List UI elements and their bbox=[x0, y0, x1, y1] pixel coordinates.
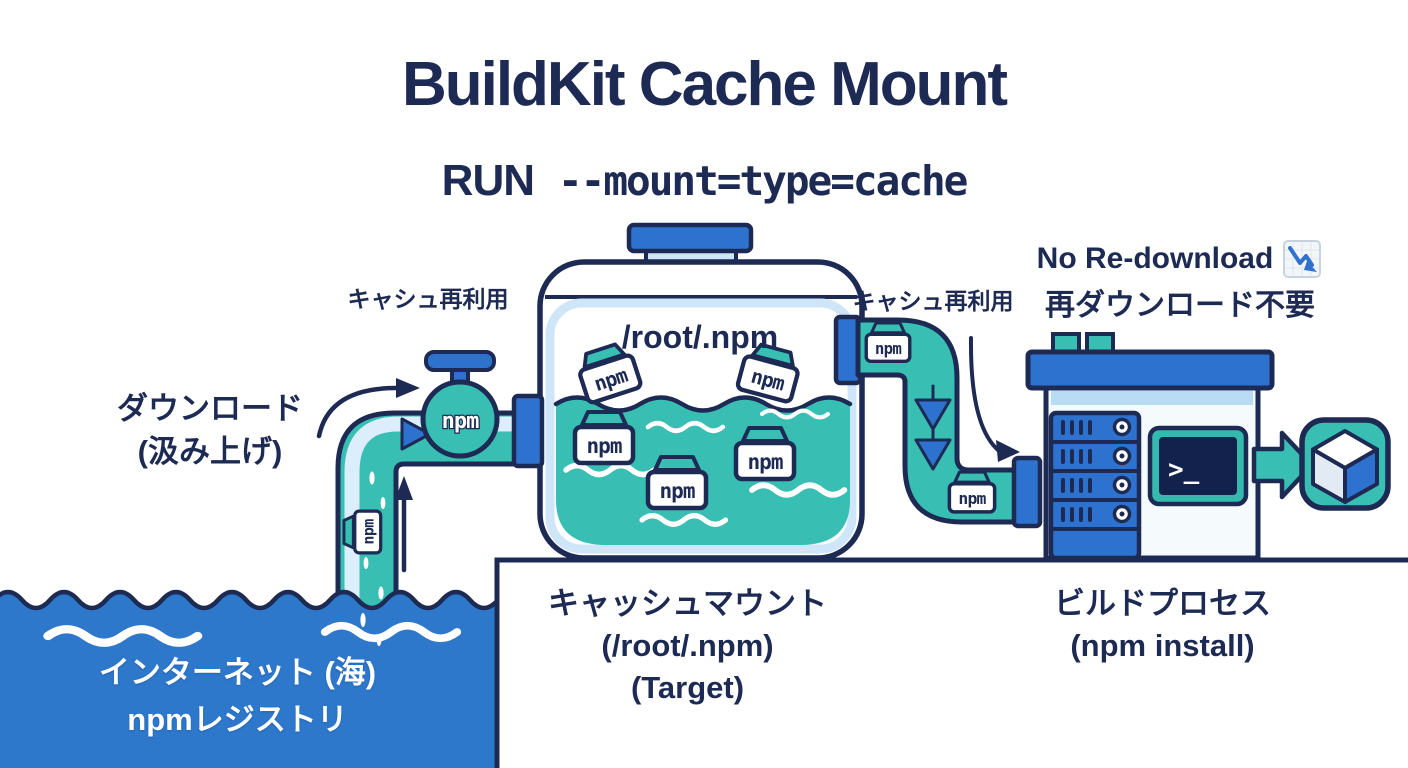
tank-path-label: /root/.npm bbox=[621, 319, 779, 355]
flow-arrow-up-over-bend bbox=[316, 378, 420, 439]
chart-decreasing-icon bbox=[1283, 240, 1322, 278]
build-process-caption-line2: (npm install) bbox=[1070, 627, 1255, 663]
build-process-caption: ビルドプロセス (npm install) bbox=[995, 583, 1330, 667]
npm-package-icon bbox=[947, 470, 997, 514]
npm-package-icon bbox=[736, 428, 794, 479]
server-rack-icon bbox=[1048, 410, 1142, 561]
cache-mount-caption-line1: キャッシュマウント bbox=[548, 586, 827, 621]
cache-reuse-label-right: キャシュ再利用 bbox=[852, 288, 1014, 314]
cache-mount-caption-line3: (Target) bbox=[630, 669, 745, 705]
platform bbox=[494, 557, 1408, 768]
flow-arrow-up bbox=[395, 476, 413, 573]
splash-drips bbox=[360, 613, 382, 646]
download-label-line1: ダウンロード bbox=[117, 391, 303, 426]
pipe-water-highlight bbox=[344, 416, 532, 644]
flow-arrow-curve-right bbox=[968, 336, 1020, 462]
flow-arrows-down bbox=[914, 384, 952, 471]
no-redownload-label: No Re-download bbox=[1012, 238, 1348, 280]
build-house: >_ bbox=[1011, 332, 1275, 561]
download-label: ダウンロード (汲み上げ) bbox=[55, 388, 365, 474]
npm-package-icon bbox=[648, 457, 706, 508]
download-label-line2: (汲み上げ) bbox=[137, 433, 283, 469]
page-title: BuildKit Cache Mount bbox=[401, 50, 1008, 119]
mount-flag: --mount=type=cache bbox=[558, 157, 968, 205]
npm-package-icon bbox=[575, 412, 633, 463]
ocean-caption-line2: npmレジストリ bbox=[127, 701, 348, 737]
cache-reuse-label-left: キャシュ再利用 bbox=[347, 286, 509, 312]
ocean-caption-line1: インターネット (海) bbox=[98, 655, 377, 690]
house-band bbox=[1051, 391, 1253, 405]
tank-liquid-surface bbox=[553, 395, 853, 413]
house-inlet-flange bbox=[1011, 455, 1043, 529]
cache-mount-caption-line2: (/root/.npm) bbox=[601, 627, 774, 663]
npm-package-icon bbox=[864, 321, 912, 363]
npm-package-icon bbox=[342, 509, 383, 555]
no-redownload-label-ja: 再ダウンロード不要 bbox=[1045, 289, 1315, 322]
no-redownload-text: No Re-download bbox=[1036, 242, 1274, 276]
valve-icon: npm bbox=[420, 350, 500, 459]
ocean bbox=[0, 589, 529, 768]
terminal-prompt: >_ bbox=[1168, 455, 1200, 485]
flow-direction-triangle bbox=[400, 417, 432, 451]
valve-npm-label: npm bbox=[442, 409, 479, 434]
ocean-caption: インターネット (海) npmレジストリ bbox=[15, 650, 460, 743]
tank-cap bbox=[626, 222, 754, 254]
cache-tank bbox=[537, 222, 865, 561]
tank-inner-glass bbox=[545, 298, 857, 554]
package-cube-icon bbox=[1299, 417, 1391, 511]
output-arrow-icon bbox=[1251, 430, 1315, 500]
house-roof bbox=[1025, 349, 1275, 391]
terminal-icon: >_ bbox=[1147, 425, 1249, 507]
run-keyword: RUN bbox=[441, 156, 535, 205]
tank-inlet-flange bbox=[511, 393, 545, 469]
build-process-caption-line1: ビルドプロセス bbox=[1054, 586, 1271, 621]
cache-mount-caption: キャッシュマウント (/root/.npm) (Target) bbox=[495, 583, 880, 709]
dockerfile-command: RUN --mount=type=cache bbox=[0, 152, 1408, 210]
